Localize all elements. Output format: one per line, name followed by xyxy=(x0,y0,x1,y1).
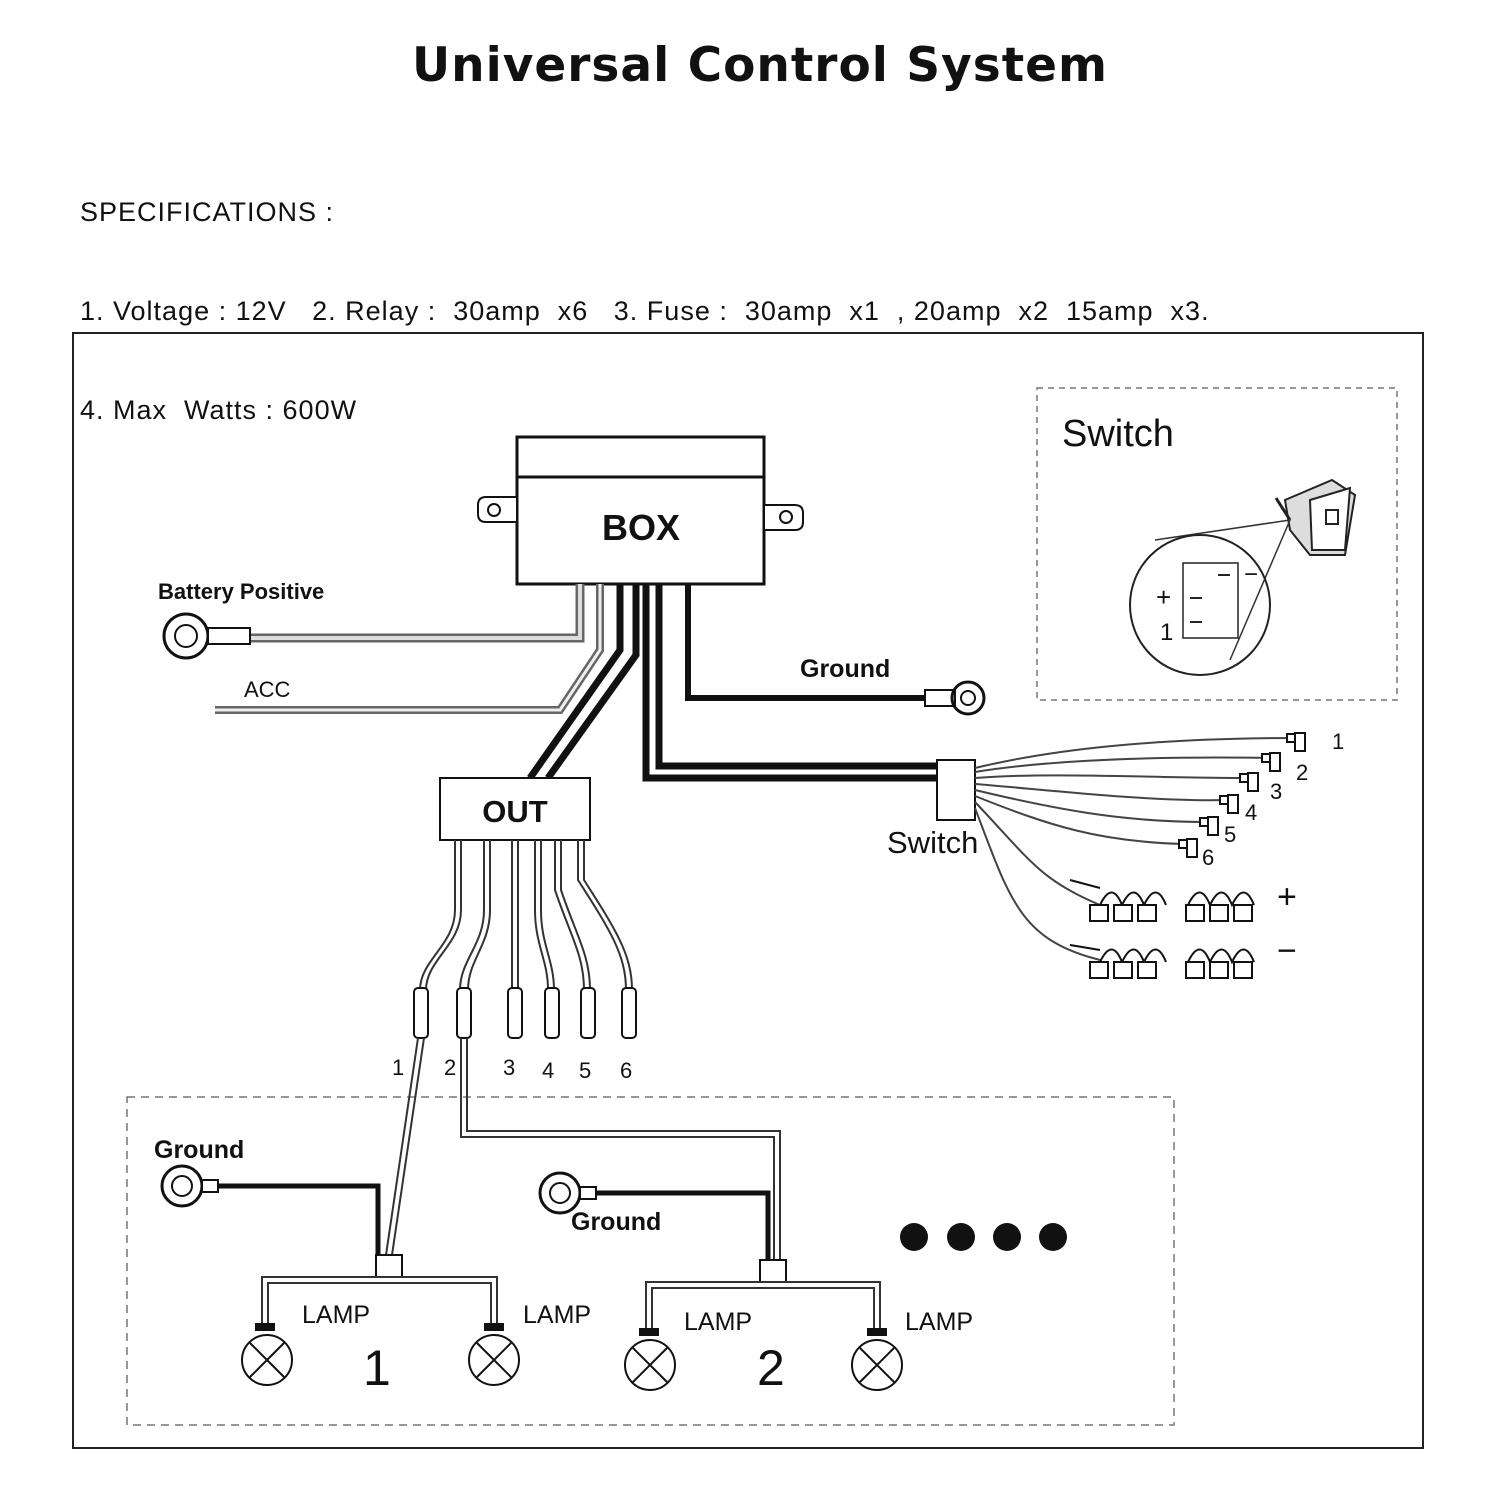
positive-row-label: + xyxy=(1277,878,1297,916)
switch-pin-magnifier xyxy=(1129,519,1291,676)
specs-line-1: 1. Voltage : 12V 2. Relay : 30amp x6 3. … xyxy=(80,296,1210,326)
out-box xyxy=(439,777,591,841)
out-channel-3: 3 xyxy=(503,1055,515,1080)
lamp-group-1-ground-label: Ground xyxy=(154,1136,244,1164)
lamp-group-1-number: 1 xyxy=(363,1340,391,1396)
out-channel-4: 4 xyxy=(542,1058,554,1083)
switch-output-3: 3 xyxy=(1270,779,1282,804)
out-channel-5: 5 xyxy=(579,1058,591,1083)
box-ground-label: Ground xyxy=(800,655,890,683)
lamp-2a-icon xyxy=(624,1339,676,1391)
lamp-2b-label: LAMP xyxy=(905,1308,973,1336)
switch-pin-minus-label: − xyxy=(1244,561,1258,588)
battery-positive-label: Battery Positive xyxy=(158,579,324,604)
lamp-1b-icon xyxy=(468,1334,520,1386)
negative-row-label: − xyxy=(1277,932,1297,970)
switch-connector-label: Switch xyxy=(887,825,978,860)
switch-connector xyxy=(936,759,976,821)
out-label: OUT xyxy=(482,794,548,829)
switch-fanout-wires xyxy=(974,737,1301,961)
switch-pin-plus-label: + xyxy=(1156,582,1171,612)
out-channel-2: 2 xyxy=(444,1055,456,1080)
out-channel-wires xyxy=(419,840,633,991)
continuation-dots xyxy=(900,1223,1067,1251)
lamp-group-area xyxy=(126,1096,1175,1426)
switch-output-2: 2 xyxy=(1296,760,1308,785)
acc-label: ACC xyxy=(244,677,291,702)
switch-output-4: 4 xyxy=(1245,800,1257,825)
switch-output-1: 1 xyxy=(1332,729,1344,754)
out-channel-1: 1 xyxy=(392,1055,404,1080)
lamp-1a-icon xyxy=(241,1334,293,1386)
switch-output-6: 6 xyxy=(1202,845,1214,870)
lamp-2a-label: LAMP xyxy=(684,1308,752,1336)
switch-output-terminals xyxy=(1178,732,1306,858)
out-channel-6: 6 xyxy=(620,1058,632,1083)
box-to-out-cable xyxy=(527,584,640,781)
battery-positive-wire xyxy=(162,584,585,660)
lamp-group-2-number: 2 xyxy=(757,1340,785,1396)
specifications: SPECIFICATIONS : 1. Voltage : 12V 2. Rel… xyxy=(80,130,1210,460)
lamp-1a-label: LAMP xyxy=(302,1301,370,1329)
lamp-group-1 xyxy=(160,1164,504,1331)
lamp-group-2 xyxy=(538,1171,887,1336)
diagram-title: Universal Control System xyxy=(411,38,1109,93)
switch-pin-1-label: 1 xyxy=(1160,619,1173,646)
channel-1-lamp-wire xyxy=(385,1037,425,1256)
diagram-frame xyxy=(72,332,1424,1449)
specs-line-2: 4. Max Watts : 600W xyxy=(80,395,358,425)
lamp-group-2-ground-label: Ground xyxy=(571,1208,661,1236)
specs-heading: SPECIFICATIONS : xyxy=(80,197,335,227)
switch-detail-panel xyxy=(1036,387,1398,701)
acc-wire xyxy=(215,584,604,714)
box-to-switch-cable xyxy=(642,584,940,782)
positive-terminal-row xyxy=(1069,879,1255,922)
box-label: BOX xyxy=(602,507,680,548)
switch-panel-title: Switch xyxy=(1062,413,1174,455)
lamp-1b-label: LAMP xyxy=(523,1301,591,1329)
negative-terminal-row xyxy=(1069,944,1255,979)
rocker-switch-icon xyxy=(1274,478,1357,556)
lamp-2b-icon xyxy=(851,1339,903,1391)
channel-2-lamp-wire xyxy=(460,1038,781,1260)
switch-output-5: 5 xyxy=(1224,822,1236,847)
box-ground-wire xyxy=(685,584,986,716)
control-box xyxy=(477,435,804,586)
out-channel-connectors xyxy=(413,987,637,1039)
